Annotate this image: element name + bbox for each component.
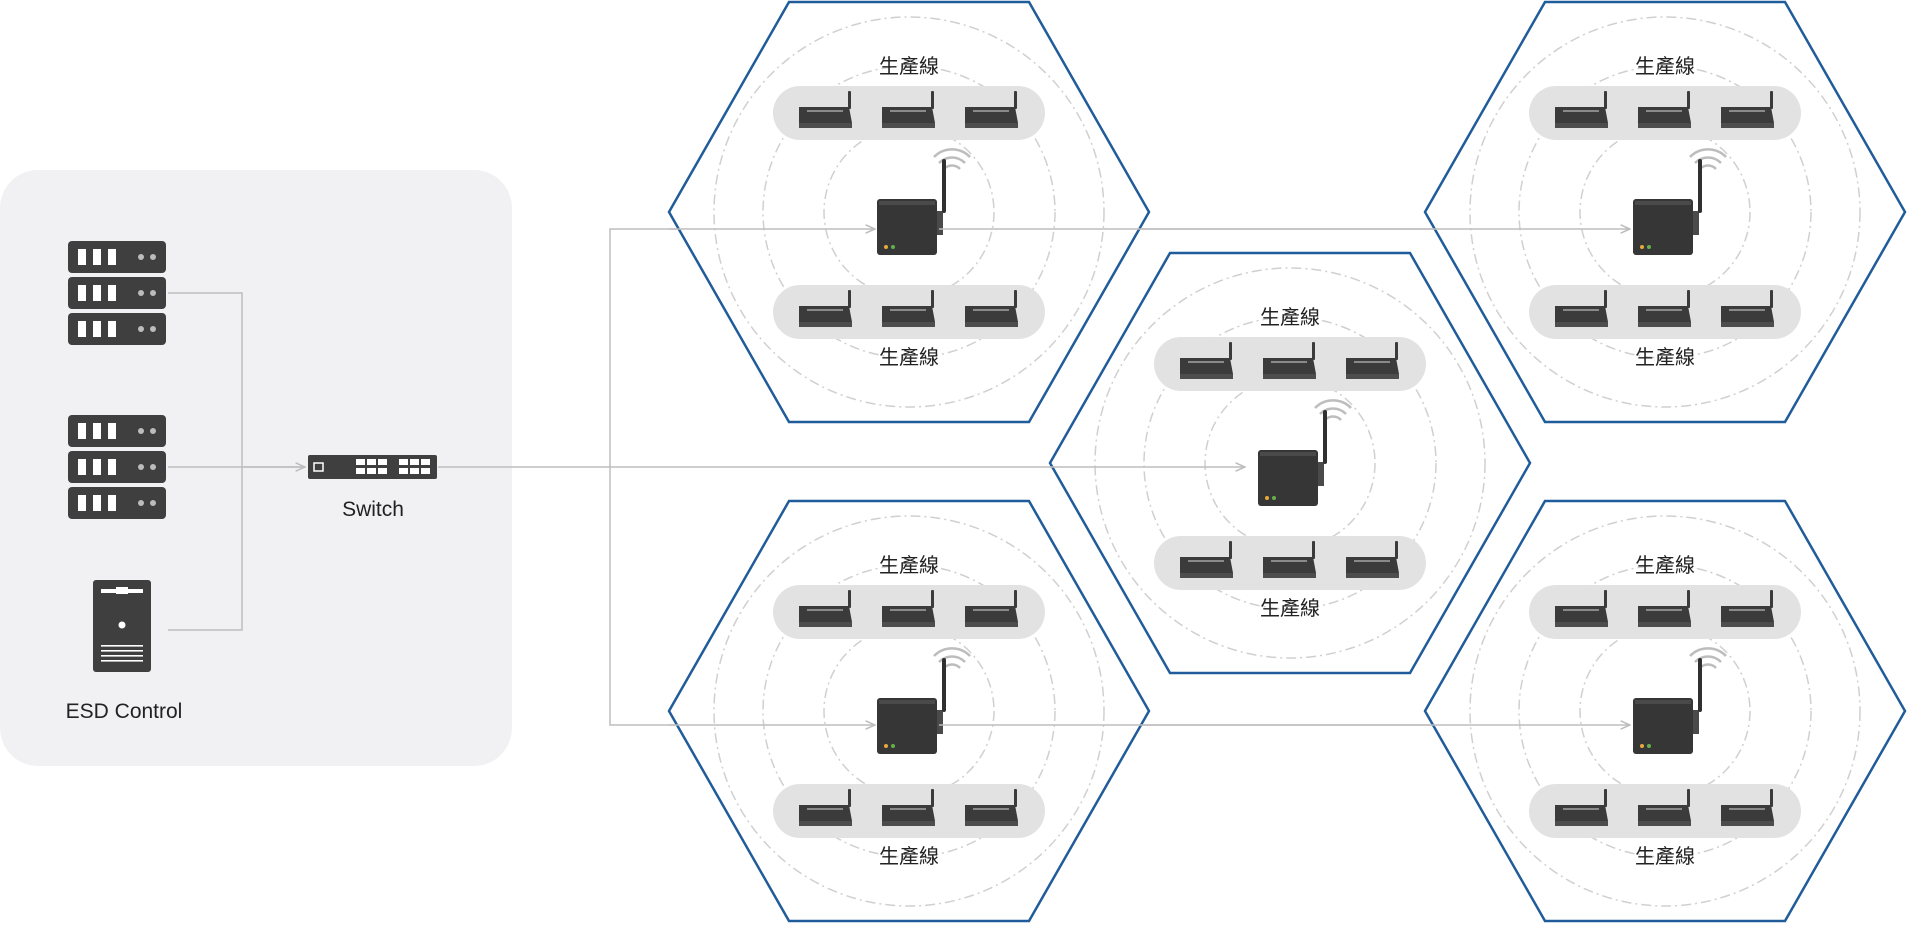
production-line-bottom	[1529, 285, 1801, 339]
cell-top-left: 生產線 生產線	[667, 0, 1151, 424]
server-rack-icon	[68, 241, 166, 345]
production-line-top	[773, 86, 1045, 140]
production-line-top	[1529, 86, 1801, 140]
pc-tower-icon	[93, 580, 151, 672]
cell-top-right: 生產線 生產線	[1423, 0, 1907, 424]
server-rack-1	[68, 241, 166, 345]
switch-label: Switch	[342, 498, 404, 521]
line-label-top: 生產線	[1635, 55, 1695, 78]
cell-bottom-right: 生產線 生產線	[1423, 499, 1907, 923]
line-label-top: 生產線	[1635, 554, 1695, 577]
production-line-bottom	[773, 784, 1045, 838]
cell-center: 生產線 生產線	[1048, 251, 1532, 675]
connector-lines-front	[669, 229, 1630, 725]
production-line-top	[773, 585, 1045, 639]
line-label-bottom: 生產線	[879, 346, 939, 369]
network-switch-icon	[308, 455, 437, 479]
production-line-top	[1529, 585, 1801, 639]
production-line-bottom	[1154, 536, 1426, 590]
server-rack-2	[68, 415, 166, 519]
cell-bottom-left: 生產線 生產線	[667, 499, 1151, 923]
server-rack-icon	[68, 415, 166, 519]
line-label-top: 生產線	[1260, 306, 1320, 329]
line-label-bottom: 生產線	[1635, 845, 1695, 868]
line-label-bottom: 生產線	[1260, 597, 1320, 620]
production-line-bottom	[1529, 784, 1801, 838]
line-label-bottom: 生產線	[879, 845, 939, 868]
production-line-bottom	[773, 285, 1045, 339]
line-label-top: 生產線	[879, 554, 939, 577]
line-label-bottom: 生產線	[1635, 346, 1695, 369]
esd-control-label: ESD Control	[66, 700, 183, 723]
production-line-top	[1154, 337, 1426, 391]
line-label-top: 生產線	[879, 55, 939, 78]
